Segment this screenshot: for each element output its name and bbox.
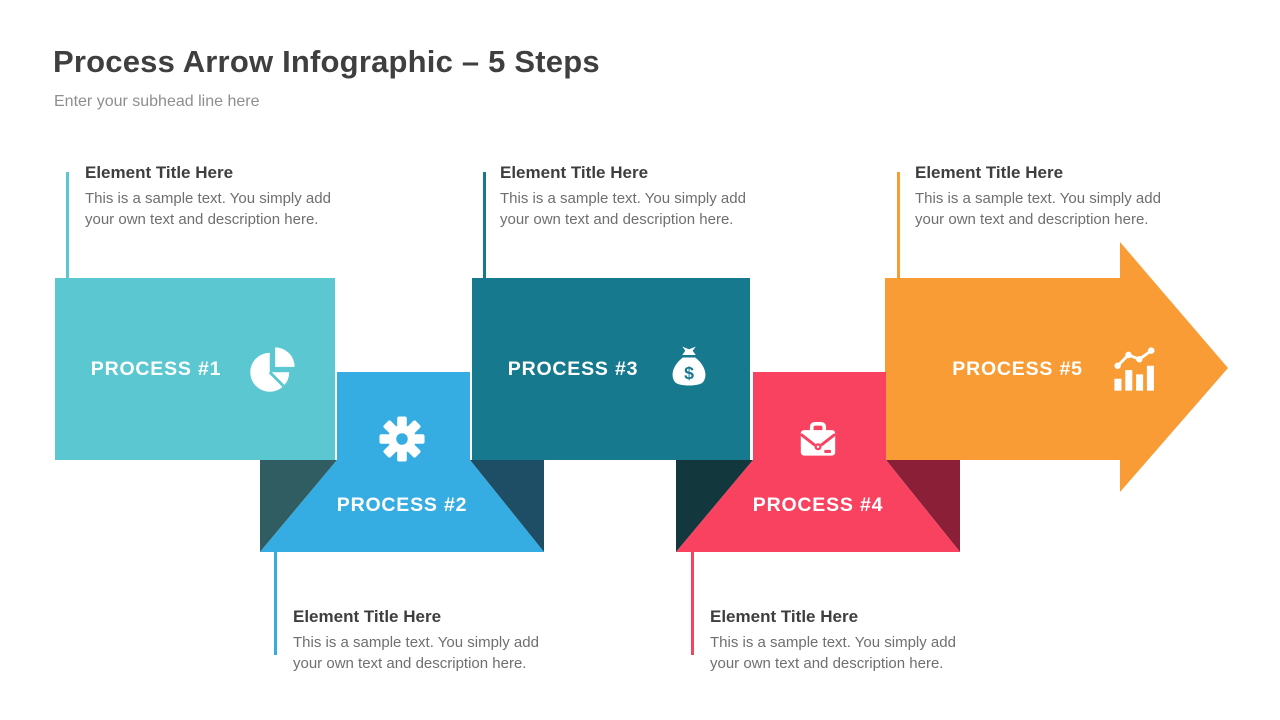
process-1-label: PROCESS #1: [90, 357, 222, 380]
process-3-label: PROCESS #3: [507, 357, 639, 380]
element-body: This is a sample text. You simply add yo…: [85, 190, 331, 228]
process-2-label: PROCESS #2: [336, 494, 468, 516]
element-body: This is a sample text. You simply add yo…: [710, 634, 956, 672]
element-annotation-3: Element Title Here This is a sample text…: [500, 163, 768, 230]
element-annotation-4: Element Title Here This is a sample text…: [710, 607, 978, 674]
element-title: Element Title Here: [500, 163, 649, 182]
process-4-label: PROCESS #4: [752, 494, 884, 516]
element-title: Element Title Here: [915, 163, 1064, 182]
money-bag-icon: $: [672, 346, 706, 386]
element-body: This is a sample text. You simply add yo…: [500, 190, 746, 228]
element-title: Element Title Here: [85, 163, 234, 182]
gear-icon: [379, 416, 425, 462]
process-3-block: PROCESS #3 $: [472, 278, 750, 460]
pie-chart-icon: [250, 347, 295, 392]
dollar-sign: $: [684, 363, 694, 383]
process-2-group: PROCESS #2: [260, 372, 544, 552]
process-1-block: PROCESS #1: [55, 278, 335, 460]
process-5-label: PROCESS #5: [952, 357, 1083, 380]
page-title: Process Arrow Infographic – 5 Steps: [53, 44, 600, 79]
page-subhead: Enter your subhead line here: [54, 93, 260, 110]
briefcase-icon: [799, 421, 837, 456]
element-title: Element Title Here: [293, 607, 442, 626]
connector-line-2: [274, 552, 277, 655]
connector-line-1: [66, 172, 69, 278]
process-4-group: PROCESS #4: [676, 372, 960, 552]
element-annotation-1: Element Title Here This is a sample text…: [85, 163, 353, 230]
element-body: This is a sample text. You simply add yo…: [915, 190, 1161, 228]
connector-line-5: [897, 172, 900, 278]
element-body: This is a sample text. You simply add yo…: [293, 634, 539, 672]
element-title: Element Title Here: [710, 607, 859, 626]
connector-line-4: [691, 552, 694, 655]
trend-bar-chart-icon: [1114, 347, 1155, 391]
connector-line-3: [483, 172, 486, 278]
element-annotation-2: Element Title Here This is a sample text…: [293, 607, 561, 674]
element-annotation-5: Element Title Here This is a sample text…: [915, 163, 1183, 230]
